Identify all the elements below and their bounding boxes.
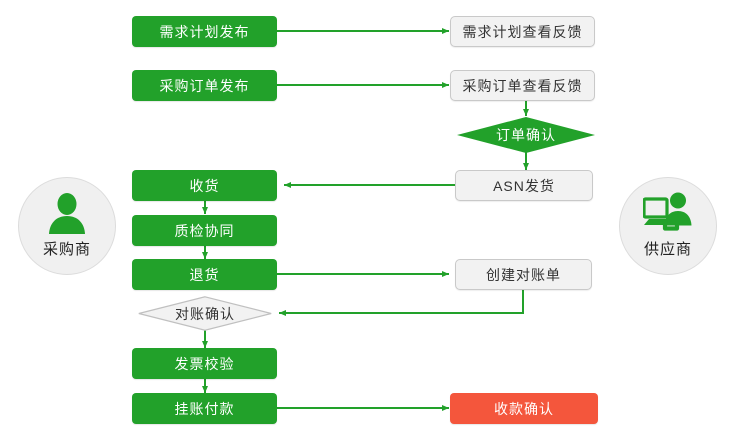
node-create-statement[interactable]: 创建对账单 <box>455 259 592 290</box>
person-at-computer-icon <box>643 192 693 236</box>
node-invoice-verify[interactable]: 发票校验 <box>132 348 277 379</box>
node-quality-check[interactable]: 质检协同 <box>132 215 277 246</box>
edge-create-statement-to-statement-confirm <box>279 290 524 316</box>
actor-supplier[interactable]: 供应商 <box>619 177 717 275</box>
node-receive-goods[interactable]: 收货 <box>132 170 277 201</box>
node-statement-confirm[interactable]: 对账确认 <box>138 296 272 331</box>
node-asn-ship[interactable]: ASN发货 <box>455 170 593 201</box>
node-statement-confirm-label: 对账确认 <box>175 305 235 322</box>
node-po-feedback[interactable]: 采购订单查看反馈 <box>450 70 595 101</box>
node-return-goods[interactable]: 退货 <box>132 259 277 290</box>
node-payment-confirm[interactable]: 收款确认 <box>450 393 598 424</box>
node-order-confirm[interactable]: 订单确认 <box>457 117 595 153</box>
actor-buyer-label: 采购商 <box>42 241 91 258</box>
actor-supplier-label: 供应商 <box>643 241 692 258</box>
node-po-publish[interactable]: 采购订单发布 <box>132 70 277 101</box>
node-pay-on-account[interactable]: 挂账付款 <box>132 393 277 424</box>
person-icon <box>47 192 87 236</box>
node-order-confirm-label: 订单确认 <box>496 127 556 143</box>
node-demand-plan-publish[interactable]: 需求计划发布 <box>132 16 277 47</box>
actor-buyer[interactable]: 采购商 <box>18 177 116 275</box>
node-demand-plan-feedback[interactable]: 需求计划查看反馈 <box>450 16 595 47</box>
